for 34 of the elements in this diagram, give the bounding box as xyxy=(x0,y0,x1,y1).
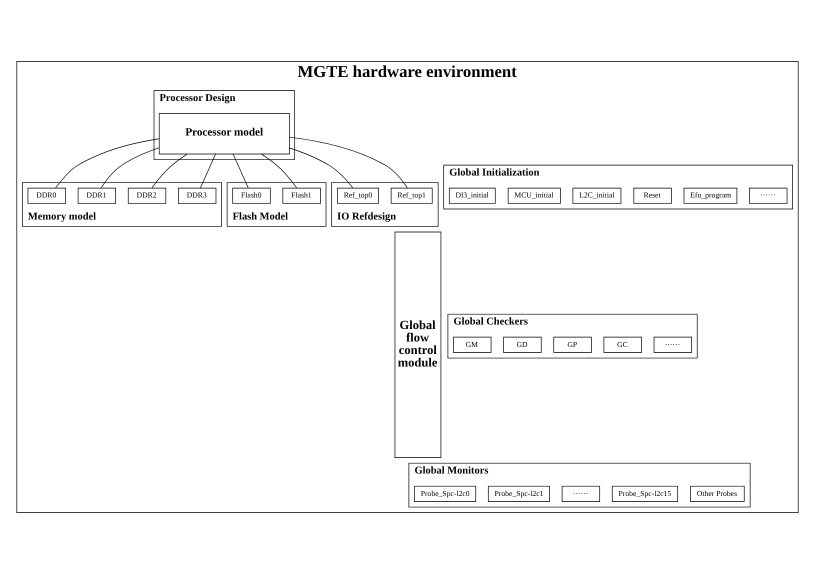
node-box: DDR0 xyxy=(28,187,66,204)
node-box: ······ xyxy=(749,187,788,204)
node-box: MCU_initial xyxy=(508,187,561,204)
connector xyxy=(289,147,354,188)
node-box: Flash1 xyxy=(282,187,321,204)
node-box: GD xyxy=(503,336,542,352)
node-box: ······ xyxy=(654,336,692,352)
connector xyxy=(55,138,160,188)
node-box: DDR2 xyxy=(128,187,166,204)
node-box: Probe_Spc-l2c1 xyxy=(488,485,550,502)
node-box: GP xyxy=(553,336,592,352)
node-box: Probe_Spc-l2c0 xyxy=(414,485,476,502)
node-box: Global flow control module xyxy=(394,231,442,458)
node-box: Processor model xyxy=(158,112,290,154)
node-box: ······ xyxy=(562,485,600,502)
connector xyxy=(232,153,249,188)
node-box: DDR1 xyxy=(78,187,116,204)
node-box: Ref_top0 xyxy=(337,187,379,204)
node-box: Ref_top1 xyxy=(390,187,433,204)
node-box: Efu_program xyxy=(684,187,738,204)
node-box: Flash0 xyxy=(232,187,271,204)
connector xyxy=(151,153,188,188)
node-box: GC xyxy=(604,336,642,352)
node-box: Probe_Spc-l2c15 xyxy=(612,485,678,502)
connector xyxy=(261,153,298,188)
connector xyxy=(200,153,216,188)
node-box: Other Probes xyxy=(690,485,745,502)
node-box: Dl3_initial xyxy=(448,187,496,204)
connector xyxy=(289,136,408,188)
node-box: GM xyxy=(453,336,492,352)
node-box: Reset xyxy=(634,187,672,204)
connector xyxy=(100,146,160,188)
node-box: DDR3 xyxy=(178,187,216,204)
node-box: L2C_initial xyxy=(572,187,622,204)
